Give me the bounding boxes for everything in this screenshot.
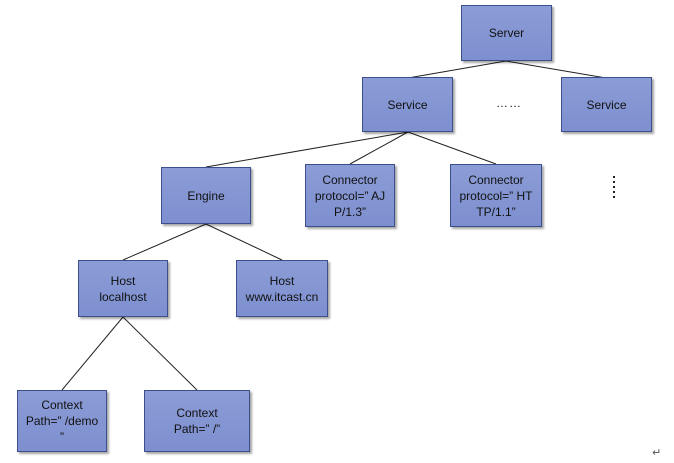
server-node: Server bbox=[461, 5, 552, 61]
context-root-node: Context Path=” /” bbox=[144, 390, 250, 452]
edge-service-connector-http bbox=[407, 131, 497, 165]
edge-service-engine bbox=[205, 131, 409, 168]
more-connectors-dots bbox=[612, 176, 616, 201]
connector-http-node: Connector protocol=” HT TP/1.1” bbox=[450, 164, 542, 227]
host-itcast-node: Host www.itcast.cn bbox=[236, 260, 328, 317]
engine-node: Engine bbox=[161, 167, 251, 224]
service-node-second: Service bbox=[561, 77, 652, 132]
host-itcast-label: Host www.itcast.cn bbox=[245, 273, 319, 304]
host-localhost-node: Host localhost bbox=[78, 260, 168, 317]
edge-engine-host-itcast bbox=[205, 223, 283, 261]
service-second-label: Service bbox=[586, 97, 627, 112]
edge-server-service-second bbox=[505, 60, 607, 79]
paragraph-return-mark: ↵ bbox=[652, 447, 662, 459]
connector-http-label: Connector protocol=” HT TP/1.1” bbox=[459, 172, 533, 219]
edge-engine-host-localhost bbox=[122, 223, 207, 261]
engine-label: Engine bbox=[187, 188, 225, 203]
edge-host-context-root bbox=[122, 316, 198, 391]
edge-host-context-demo bbox=[61, 316, 124, 391]
context-root-label: Context Path=” /” bbox=[173, 406, 221, 436]
context-demo-label: Context Path=” /demo ” bbox=[25, 398, 99, 444]
service-node-main: Service bbox=[362, 77, 453, 132]
edge-service-connector-ajp bbox=[349, 131, 409, 165]
edge-server-service-main bbox=[407, 60, 507, 79]
service-ellipsis: …… bbox=[496, 96, 522, 110]
connector-ajp-label: Connector protocol=” AJ P/1.3” bbox=[314, 172, 386, 219]
host-localhost-label: Host localhost bbox=[99, 273, 147, 304]
context-demo-node: Context Path=” /demo ” bbox=[17, 390, 107, 452]
service-main-label: Service bbox=[387, 97, 428, 112]
connector-ajp-node: Connector protocol=” AJ P/1.3” bbox=[305, 164, 395, 227]
server-label: Server bbox=[488, 26, 525, 40]
